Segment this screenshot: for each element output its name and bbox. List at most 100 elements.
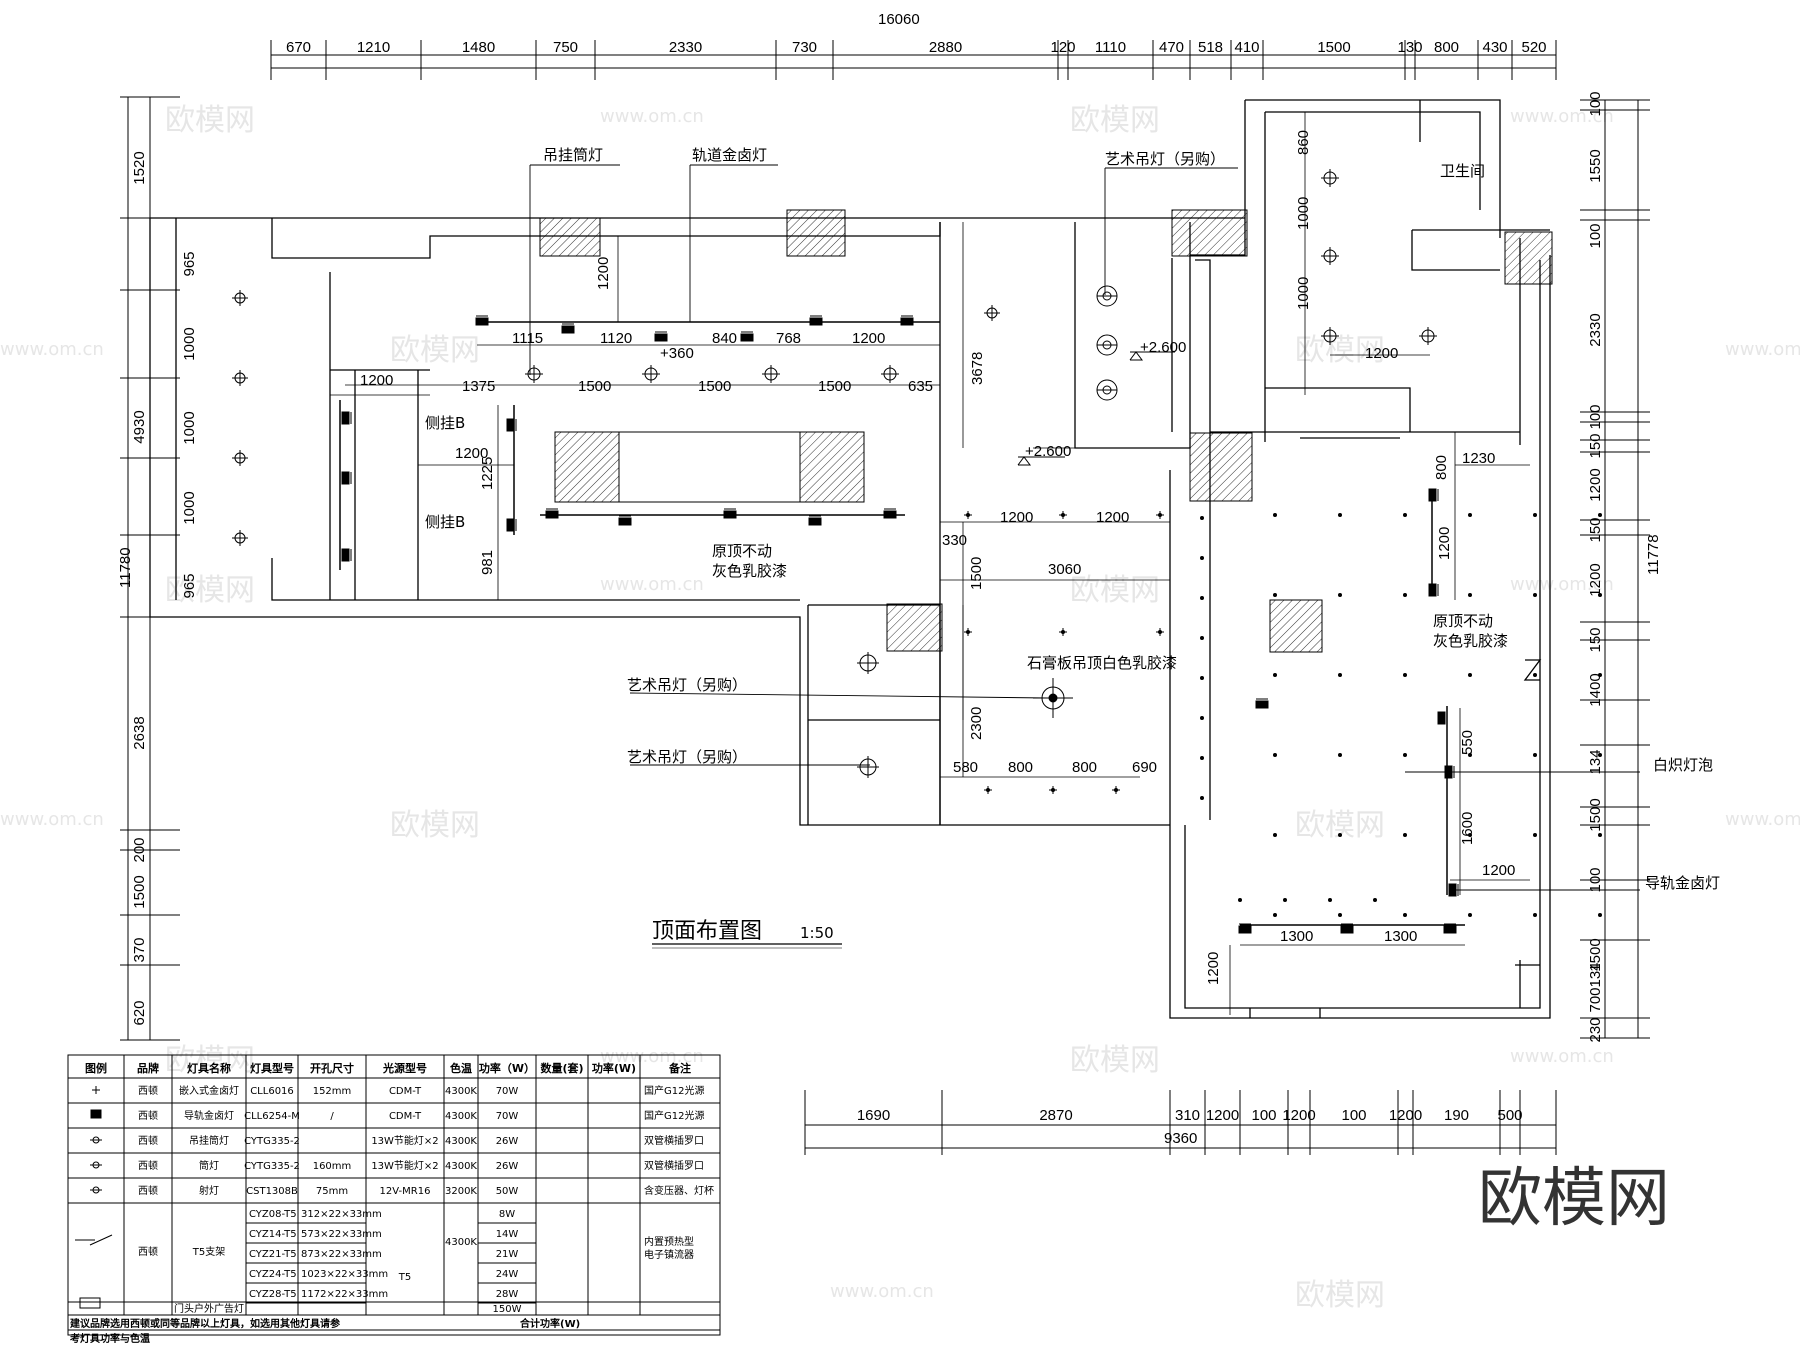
fixture-head: [1428, 488, 1437, 502]
spotlight-icon: [1468, 593, 1472, 597]
legend-cell-hole: /: [330, 1111, 334, 1122]
spotlight-fixtures: [1200, 513, 1602, 917]
dim-bottom-5: 1200: [1282, 1107, 1315, 1124]
dim-left-8: 200: [131, 837, 148, 862]
legend-cell-model: CYTG335-2: [244, 1161, 300, 1172]
watermark-text: 欧模网: [1295, 333, 1385, 368]
fixture-head: [1428, 583, 1437, 597]
svg-text:1500: 1500: [818, 378, 851, 395]
dim-left-6: 4930: [131, 410, 148, 443]
legend-cell-temp: 4300K: [445, 1086, 477, 1097]
track-halogen-icon: [1428, 488, 1439, 502]
dim-right-0: 100: [1587, 91, 1604, 116]
right-dimension-chain: 1001550100233010015012001501200150140013…: [1580, 91, 1662, 1043]
legend-header-7: 功率（W）: [479, 1061, 535, 1075]
spotlight-icon: [1200, 676, 1204, 680]
dim-right-7: 150: [1587, 517, 1604, 542]
t5-size: 573×22×33mm: [301, 1229, 382, 1240]
legend-cell-hole: 160mm: [313, 1161, 352, 1172]
legend-total: 合计功率(W): [519, 1317, 580, 1330]
svg-text:1600: 1600: [1459, 812, 1476, 845]
downlight-fixtures: [232, 169, 1437, 778]
recessed-halogen-icon: [964, 628, 972, 636]
t5-note: 内置预热型: [644, 1235, 694, 1248]
label-pendant-can: 吊挂筒灯: [543, 146, 603, 164]
dim-top-15: 430: [1482, 39, 1507, 56]
track-halogen-icon: [1428, 583, 1439, 597]
legend-cell-model: CLL6016: [250, 1086, 294, 1097]
fixture-head: [1238, 925, 1252, 934]
track-halogen-icon: [475, 315, 489, 326]
svg-text:2300: 2300: [968, 707, 985, 740]
spotlight-icon: [1200, 796, 1204, 800]
rh-dot: [966, 513, 970, 517]
spotlight-icon: [90, 1186, 102, 1194]
left-dimension-chain: 1520965100010001000965493026382001500370…: [117, 96, 198, 1041]
spotlight-icon: [1273, 833, 1277, 837]
legend-cell-note: 国产G12光源: [644, 1109, 704, 1122]
dim-right-17: 230: [1587, 1017, 1604, 1042]
t5-power: 24W: [496, 1269, 519, 1280]
rh-dot: [1158, 630, 1162, 634]
dim-top-9: 470: [1159, 39, 1184, 56]
t5-power: 21W: [496, 1249, 519, 1260]
recessed-halogen-icon: [92, 1086, 100, 1094]
label-ceiling-keep-2b: 灰色乳胶漆: [1433, 632, 1508, 650]
svg-text:1225: 1225: [479, 457, 496, 490]
dim-bottom-4: 100: [1251, 1107, 1276, 1124]
downlight-icon: [762, 365, 780, 383]
fixture-head: [506, 418, 515, 432]
dim-top-10: 518: [1198, 39, 1223, 56]
watermark-url: www.om.cn: [1510, 574, 1614, 595]
downlight-icon: [232, 530, 248, 546]
dim-right-9: 150: [1587, 627, 1604, 652]
art-pendant-icon: [1096, 285, 1118, 307]
spotlight-icon: [1468, 513, 1472, 517]
dim-left-10: 370: [131, 937, 148, 962]
dim-right-3: 2330: [1587, 313, 1604, 346]
fixture-head: [341, 548, 350, 562]
dim-right-5: 150: [1587, 433, 1604, 458]
track-halogen-icon: [341, 411, 352, 425]
legend-cell-hole: 152mm: [313, 1086, 352, 1097]
svg-text:1500: 1500: [578, 378, 611, 395]
legend-cell-source: 12V-MR16: [380, 1186, 431, 1197]
dim-right-2: 100: [1587, 223, 1604, 248]
svg-text:1200: 1200: [360, 372, 393, 389]
legend-cell-note: 国产G12光源: [644, 1084, 704, 1097]
recessed-halogen-fixtures: [964, 511, 1164, 794]
spotlight-icon: [1403, 593, 1407, 597]
spotlight-icon: [1403, 753, 1407, 757]
watermark-url: www.om.cn: [0, 809, 104, 830]
dim-bottom-9: 500: [1497, 1107, 1522, 1124]
dim-left-2: 1000: [181, 327, 198, 360]
legend-cell-name: 筒灯: [199, 1159, 219, 1172]
spotlight-icon: [1598, 513, 1602, 517]
watermark-url: www.om.cn: [1510, 106, 1614, 127]
dim-top-8: 1110: [1095, 39, 1126, 56]
spotlight-icon: [1338, 593, 1342, 597]
rh-dot: [1114, 788, 1118, 792]
svg-text:+2.600: +2.600: [1140, 339, 1186, 356]
legend-cell-hole: 75mm: [316, 1186, 348, 1197]
label-ceiling-keep-2a: 原顶不动: [1433, 612, 1493, 630]
downlight-icon: [857, 756, 879, 778]
fixture-head: [883, 510, 897, 519]
recessed-halogen-icon: [1156, 511, 1164, 519]
spotlight-icon: [1533, 913, 1537, 917]
legend-header-5: 光源型号: [382, 1061, 427, 1075]
spotlight-icon: [1533, 513, 1537, 517]
dim-bottom-7: 1200: [1389, 1107, 1422, 1124]
watermark-url: www.om.cn: [1725, 339, 1800, 360]
legend-cell-model: CST1308B: [246, 1186, 298, 1197]
fixture-head: [740, 333, 754, 342]
dim-top-14: 800: [1434, 39, 1459, 56]
spotlight-icon: [1468, 753, 1472, 757]
recessed-halogen-icon: [984, 786, 992, 794]
svg-text:635: 635: [908, 378, 933, 395]
svg-text:860: 860: [1295, 130, 1312, 155]
watermarks: 欧模网 欧模网 欧模网 欧模网 欧模网 欧模网 欧模网 欧模网 欧模网 欧模网 …: [0, 103, 1800, 1313]
t5-size: 1023×22×33mm: [301, 1269, 388, 1280]
legend-header-3: 灯具型号: [250, 1061, 294, 1075]
dim-bottom-total: 9360: [1164, 1130, 1197, 1147]
